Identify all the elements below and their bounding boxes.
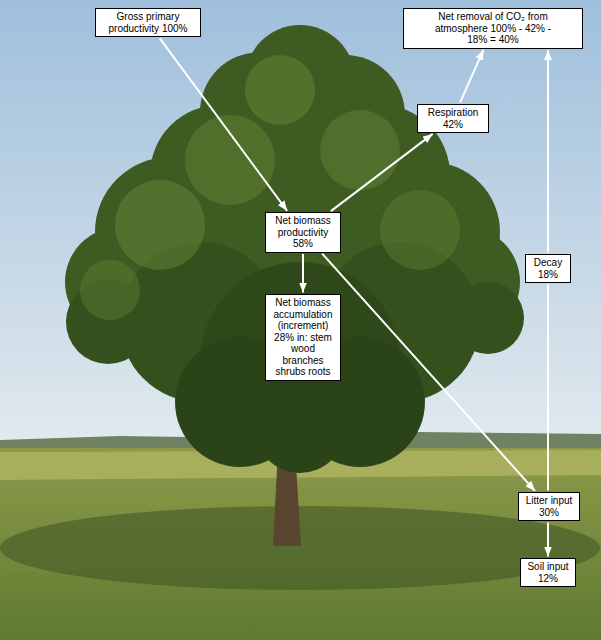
- flow-box: Net removal of CO₂ from atmosphere 100% …: [403, 8, 583, 49]
- flow-arrow: [547, 50, 549, 253]
- canopy-highlight: [320, 110, 400, 190]
- flow-box: Soil input 12%: [520, 558, 576, 587]
- flow-arrow: [547, 523, 549, 557]
- tree-shadow: [0, 506, 600, 590]
- canopy-mass: [452, 282, 524, 354]
- flow-arrow: [331, 134, 433, 211]
- flow-box: Net biomass productivity 58%: [265, 212, 341, 253]
- box-label: Net biomass accumulation (increment) 28%…: [270, 297, 336, 378]
- box-label: Respiration 42%: [422, 107, 484, 130]
- flow-arrow: [302, 254, 304, 293]
- flow-arrow: [160, 38, 288, 211]
- box-label: Net removal of CO₂ from atmosphere 100% …: [430, 11, 556, 46]
- flow-arrow: [460, 50, 483, 103]
- box-label: Decay 18%: [530, 257, 566, 280]
- flow-arrow: [547, 285, 549, 491]
- flow-box: Respiration 42%: [417, 104, 489, 133]
- flow-box: Decay 18%: [525, 254, 571, 283]
- box-label: Soil input 12%: [525, 561, 571, 584]
- tree-canopy: [65, 25, 524, 473]
- flow-box: Net biomass accumulation (increment) 28%…: [265, 294, 341, 381]
- canopy-highlight: [80, 260, 140, 320]
- canopy-highlight: [185, 115, 275, 205]
- canopy-mass: [255, 383, 345, 473]
- flow-arrow: [322, 254, 535, 491]
- box-label: Net biomass productivity 58%: [270, 215, 336, 250]
- box-label: Gross primary productivity 100%: [100, 11, 196, 34]
- canopy-highlight: [245, 55, 315, 125]
- box-label: Litter input 30%: [523, 495, 575, 518]
- flow-box: Litter input 30%: [518, 492, 580, 521]
- canopy-highlight: [380, 190, 460, 270]
- canopy-highlight: [115, 180, 205, 270]
- flow-box: Gross primary productivity 100%: [95, 8, 201, 37]
